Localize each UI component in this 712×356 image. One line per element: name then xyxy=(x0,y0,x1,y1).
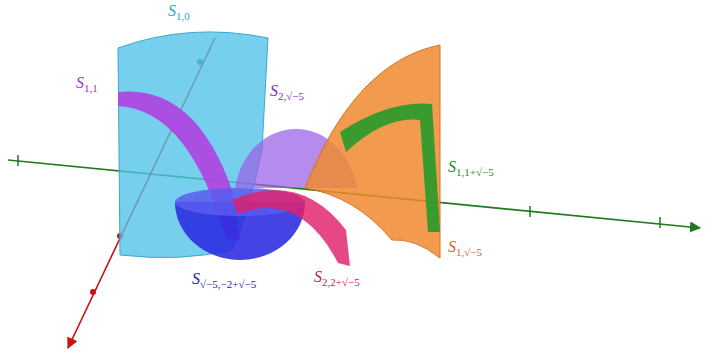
surface-label: S1,√−5 xyxy=(446,238,484,258)
surface-label: S2,√−5 xyxy=(268,82,306,102)
surface-label: S1,1+√−5 xyxy=(446,158,496,178)
surface-label: S√−5,−2+√−5 xyxy=(190,270,258,290)
red-strip xyxy=(232,190,350,266)
surface-label: S1,1 xyxy=(74,74,100,94)
axis-tick xyxy=(659,217,661,228)
axis-tick xyxy=(529,206,531,217)
axis-dot xyxy=(90,289,96,295)
surface-label: S1,0 xyxy=(166,2,192,22)
axis-tick xyxy=(17,155,19,166)
green-strip xyxy=(340,104,440,232)
surface-label: S2,2+√−5 xyxy=(312,268,362,288)
